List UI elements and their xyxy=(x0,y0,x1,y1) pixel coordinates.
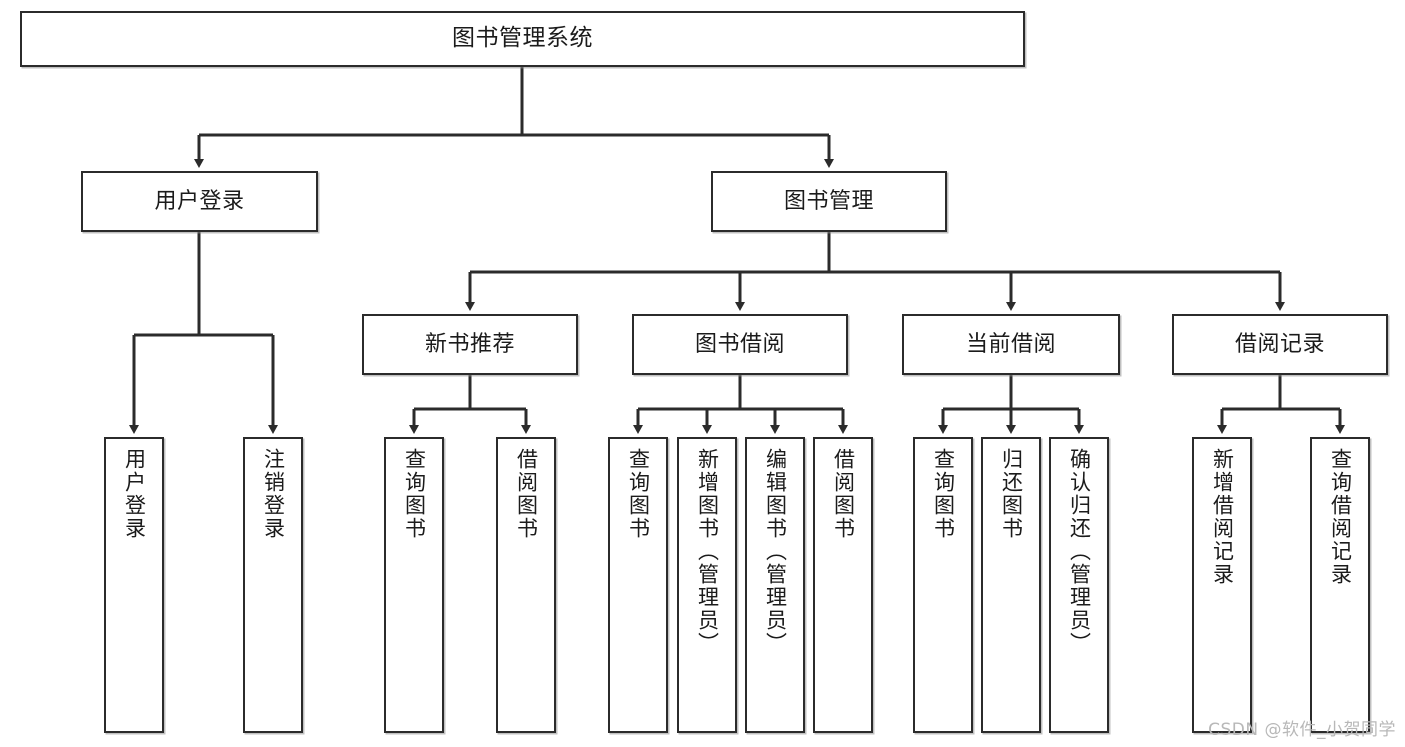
node-borrow-record-label: 借阅记录 xyxy=(1234,331,1325,357)
node-book-borrow[interactable]: 图书借阅 xyxy=(632,314,848,375)
leaf-return-book-label: 归还图书 xyxy=(999,448,1024,540)
node-borrow-record[interactable]: 借阅记录 xyxy=(1172,314,1388,375)
leaf-user-login-label: 用户登录 xyxy=(122,448,147,540)
leaf-query-record[interactable]: 查询借阅记录 xyxy=(1310,437,1370,733)
leaf-logout-login-label: 注销登录 xyxy=(261,448,286,540)
node-new-book-recommend[interactable]: 新书推荐 xyxy=(362,314,578,375)
leaf-confirm-return-label: 确认归还（管理员） xyxy=(1067,448,1092,655)
leaf-logout-login[interactable]: 注销登录 xyxy=(243,437,303,733)
leaf-add-record-label: 新增借阅记录 xyxy=(1210,448,1235,586)
leaf-borrow-book-2[interactable]: 借阅图书 xyxy=(813,437,873,733)
leaf-add-record[interactable]: 新增借阅记录 xyxy=(1192,437,1252,733)
node-book-manage-label: 图书管理 xyxy=(783,188,874,214)
node-current-borrow[interactable]: 当前借阅 xyxy=(902,314,1120,375)
node-root[interactable]: 图书管理系统 xyxy=(20,11,1025,67)
node-user-login-label: 用户登录 xyxy=(154,188,245,214)
leaf-borrow-book-1-label: 借阅图书 xyxy=(514,448,539,540)
leaf-add-book-label: 新增图书（管理员） xyxy=(695,448,720,655)
leaf-edit-book-label: 编辑图书（管理员） xyxy=(763,448,788,655)
node-current-borrow-label: 当前借阅 xyxy=(965,331,1056,357)
leaf-borrow-book-2-label: 借阅图书 xyxy=(831,448,856,540)
node-root-label: 图书管理系统 xyxy=(452,25,593,52)
leaf-query-book-3-label: 查询图书 xyxy=(931,448,956,540)
leaf-edit-book[interactable]: 编辑图书（管理员） xyxy=(745,437,805,733)
node-book-borrow-label: 图书借阅 xyxy=(694,331,785,357)
node-book-manage[interactable]: 图书管理 xyxy=(711,171,947,232)
leaf-query-book-1-label: 查询图书 xyxy=(402,448,427,540)
leaf-query-book-3[interactable]: 查询图书 xyxy=(913,437,973,733)
leaf-return-book[interactable]: 归还图书 xyxy=(981,437,1041,733)
leaf-query-record-label: 查询借阅记录 xyxy=(1328,448,1353,586)
leaf-query-book-1[interactable]: 查询图书 xyxy=(384,437,444,733)
leaf-borrow-book-1[interactable]: 借阅图书 xyxy=(496,437,556,733)
node-new-book-recommend-label: 新书推荐 xyxy=(424,331,515,357)
leaf-add-book[interactable]: 新增图书（管理员） xyxy=(677,437,737,733)
leaf-query-book-2-label: 查询图书 xyxy=(626,448,651,540)
leaf-query-book-2[interactable]: 查询图书 xyxy=(608,437,668,733)
node-user-login[interactable]: 用户登录 xyxy=(81,171,318,232)
leaf-confirm-return[interactable]: 确认归还（管理员） xyxy=(1049,437,1109,733)
leaf-user-login[interactable]: 用户登录 xyxy=(104,437,164,733)
